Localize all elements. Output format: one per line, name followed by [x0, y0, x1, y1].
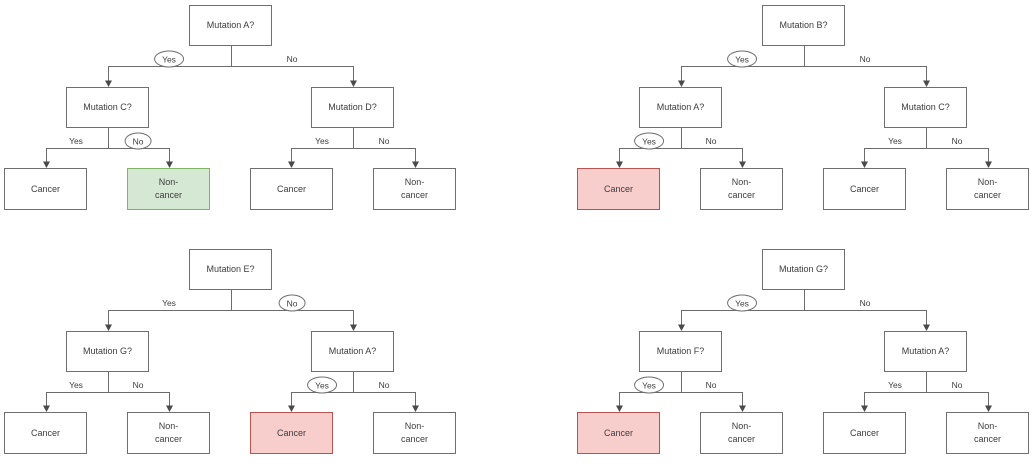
- tree-connectors: [616, 46, 992, 168]
- internal-node-label: Mutation G?: [82, 346, 133, 357]
- internal-node-label: Mutation C?: [901, 102, 950, 113]
- leaf-node-label: Cancer: [849, 427, 879, 438]
- edge-label-no: No: [705, 136, 717, 146]
- root-node: Mutation B?: [762, 5, 845, 46]
- leaf-node-cancer: Cancer: [823, 168, 906, 210]
- root-node-label: Mutation A?: [206, 20, 255, 31]
- leaf-node-cancer: Cancer: [577, 412, 660, 454]
- edge-label-yes: Yes: [154, 50, 184, 68]
- internal-node-label: Mutation F?: [656, 346, 705, 357]
- edge-label-yes: Yes: [69, 136, 83, 146]
- edge-label-no: No: [859, 298, 871, 308]
- internal-node-label: Mutation A?: [656, 102, 705, 113]
- leaf-node-label: Cancer: [30, 183, 60, 194]
- leaf-node-non-cancer: Non- cancer: [373, 168, 456, 210]
- decision-tree-1: Mutation A? Yes No Mutation C? Mutation …: [0, 0, 462, 226]
- leaf-node-label: Cancer: [30, 427, 60, 438]
- edge-label-no: No: [951, 380, 963, 390]
- leaf-node-label: Non- cancer: [154, 177, 182, 200]
- internal-node-left: Mutation G?: [66, 331, 149, 372]
- leaf-node-label: Non- cancer: [973, 177, 1001, 200]
- connector-lines: [619, 46, 989, 162]
- internal-node-label: Mutation A?: [901, 346, 950, 357]
- leaf-node-label: Non- cancer: [727, 177, 755, 200]
- leaf-node-label: Non- cancer: [973, 421, 1001, 444]
- leaf-node-label: Cancer: [276, 427, 306, 438]
- leaf-node-non-cancer: Non- cancer: [700, 168, 783, 210]
- edge-label-no: No: [705, 380, 717, 390]
- root-node-label: Mutation E?: [206, 264, 255, 275]
- leaf-node-label: Cancer: [603, 427, 633, 438]
- internal-node-right: Mutation A?: [884, 331, 967, 372]
- edge-label-yes: Yes: [69, 380, 83, 390]
- edge-label-no: No: [132, 380, 144, 390]
- edge-label-yes: Yes: [727, 294, 757, 312]
- leaf-node-cancer: Cancer: [250, 168, 333, 210]
- leaf-node-cancer: Cancer: [4, 168, 87, 210]
- leaf-node-label: Cancer: [603, 183, 633, 194]
- leaf-node-label: Non- cancer: [154, 421, 182, 444]
- edge-label-yes: Yes: [888, 136, 902, 146]
- connector-lines: [46, 290, 416, 406]
- leaf-node-label: Cancer: [276, 183, 306, 194]
- internal-node-left: Mutation A?: [639, 87, 722, 128]
- edge-label-yes: Yes: [634, 132, 664, 150]
- decision-tree-2: Mutation B? Yes No Mutation A? Mutation …: [573, 0, 1035, 226]
- tree-connectors: [43, 46, 419, 168]
- edge-label-yes: Yes: [315, 136, 329, 146]
- root-node-label: Mutation B?: [779, 20, 828, 31]
- root-node: Mutation E?: [189, 249, 272, 290]
- leaf-node-non-cancer: Non- cancer: [946, 168, 1029, 210]
- tree-connectors: [616, 290, 992, 412]
- leaf-node-cancer: Cancer: [4, 412, 87, 454]
- internal-node-label: Mutation C?: [83, 102, 132, 113]
- leaf-node-label: Cancer: [849, 183, 879, 194]
- edge-label-no: No: [859, 54, 871, 64]
- edge-label-no: No: [278, 294, 306, 312]
- leaf-node-non-cancer: Non- cancer: [946, 412, 1029, 454]
- leaf-node-cancer: Cancer: [823, 412, 906, 454]
- edge-label-yes: Yes: [634, 376, 664, 394]
- internal-node-right: Mutation C?: [884, 87, 967, 128]
- decision-tree-4: Mutation G? Yes No Mutation F? Mutation …: [573, 244, 1035, 470]
- leaf-node-cancer: Cancer: [577, 168, 660, 210]
- edge-label-yes: Yes: [727, 50, 757, 68]
- internal-node-label: Mutation D?: [328, 102, 377, 113]
- leaf-node-label: Non- cancer: [727, 421, 755, 444]
- root-node: Mutation G?: [762, 249, 845, 290]
- root-node-label: Mutation G?: [778, 264, 829, 275]
- internal-node-label: Mutation A?: [328, 346, 377, 357]
- leaf-node-label: Non- cancer: [400, 177, 428, 200]
- tree-connectors: [43, 290, 419, 412]
- edge-label-no: No: [378, 380, 390, 390]
- leaf-node-non-cancer: Non- cancer: [700, 412, 783, 454]
- edge-label-no: No: [378, 136, 390, 146]
- root-node: Mutation A?: [189, 5, 272, 46]
- leaf-node-non-cancer: Non- cancer: [127, 168, 210, 210]
- leaf-node-non-cancer: Non- cancer: [127, 412, 210, 454]
- connector-lines: [619, 290, 989, 406]
- internal-node-right: Mutation A?: [311, 331, 394, 372]
- edge-label-no: No: [286, 54, 298, 64]
- internal-node-left: Mutation C?: [66, 87, 149, 128]
- internal-node-left: Mutation F?: [639, 331, 722, 372]
- edge-label-yes: Yes: [888, 380, 902, 390]
- leaf-node-cancer: Cancer: [250, 412, 333, 454]
- edge-label-no: No: [951, 136, 963, 146]
- leaf-node-label: Non- cancer: [400, 421, 428, 444]
- edge-label-no: No: [124, 132, 152, 150]
- edge-label-yes: Yes: [162, 298, 176, 308]
- leaf-node-non-cancer: Non- cancer: [373, 412, 456, 454]
- connector-lines: [46, 46, 416, 162]
- internal-node-right: Mutation D?: [311, 87, 394, 128]
- edge-label-yes: Yes: [307, 376, 337, 394]
- decision-tree-3: Mutation E? Yes No Mutation G? Mutation …: [0, 244, 462, 470]
